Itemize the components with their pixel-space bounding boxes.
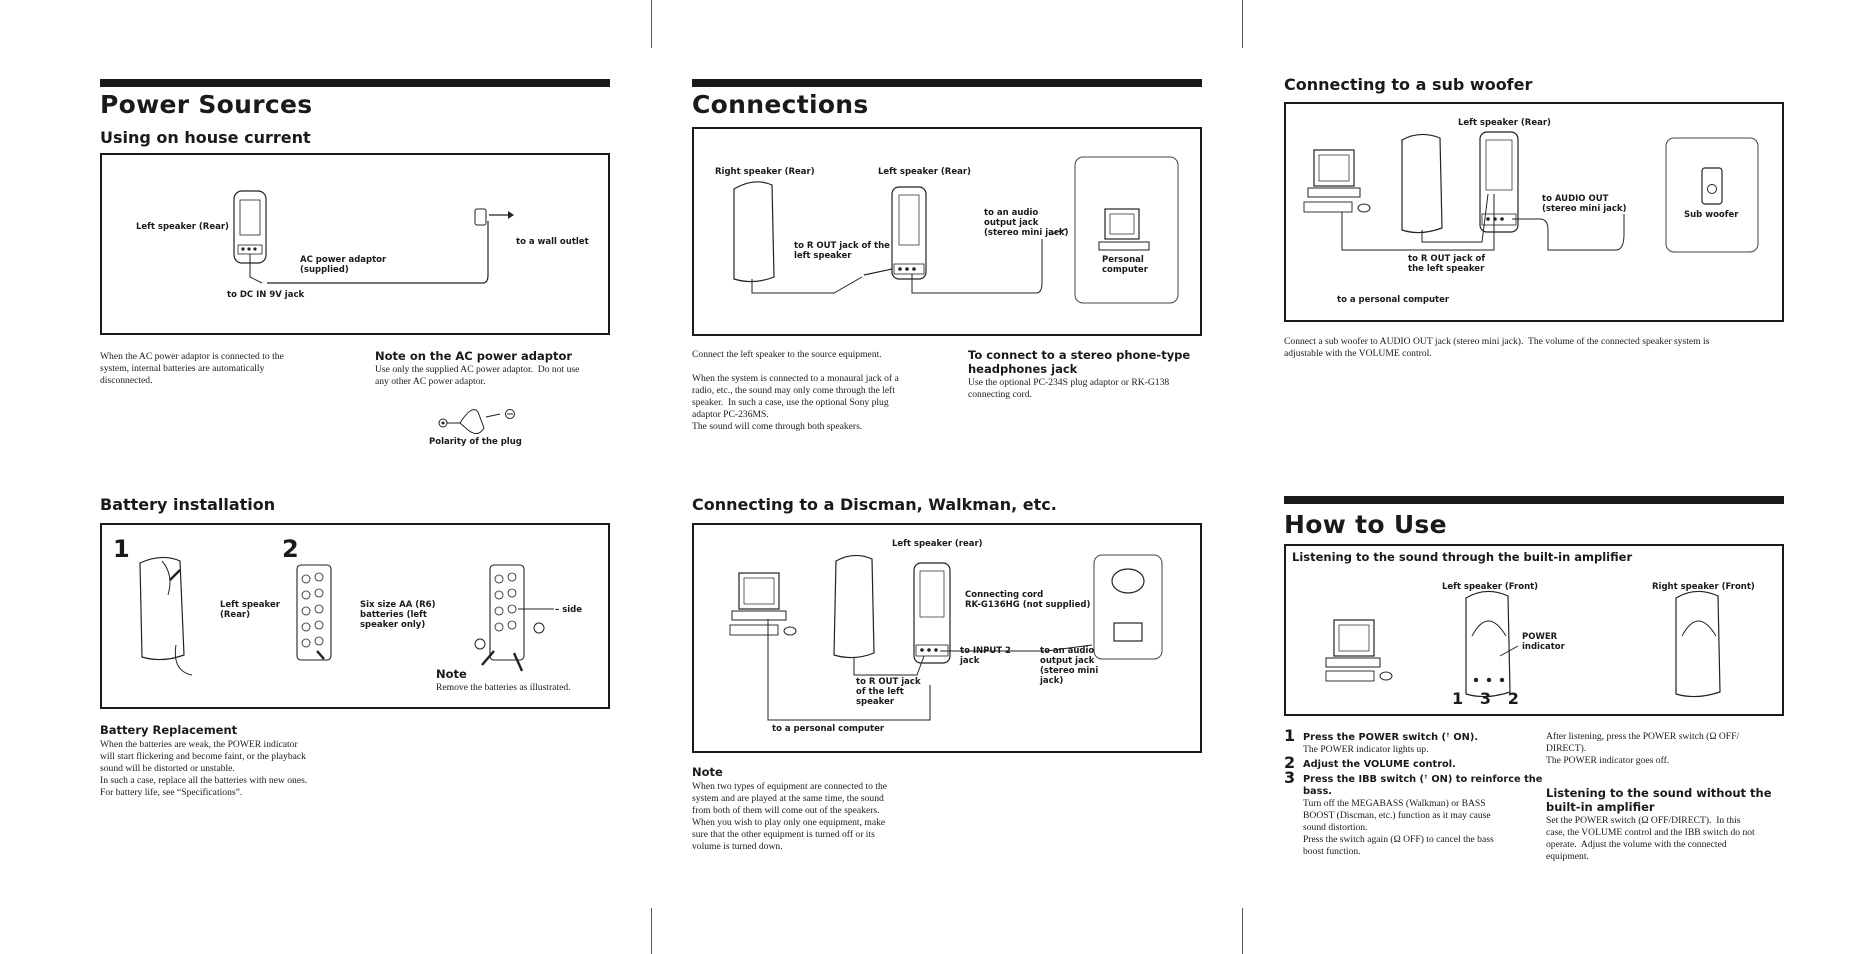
step-2-number: 2: [282, 535, 299, 563]
speaker-adaptor-illustration: [233, 190, 514, 284]
how-to-use-title: How to Use: [1284, 510, 1447, 539]
wall-outlet-label: to a wall outlet: [516, 237, 589, 247]
battery-replacement-body: When the batteries are weak, the POWER i…: [100, 739, 308, 798]
connections-title: Connections: [692, 90, 869, 119]
fold-mark: [1242, 908, 1243, 954]
section-rule: [692, 79, 1202, 87]
connections-illustration: [733, 156, 1179, 304]
amplifier-figure: Listening to the sound through the built…: [1284, 544, 1784, 716]
subwoofer-illustration: [1303, 131, 1759, 253]
polarity-label: Polarity of the plug: [429, 437, 522, 447]
audio-out-label: to an audio output jack (stereo mini jac…: [984, 208, 1069, 238]
battery-replacement-title: Battery Replacement: [100, 723, 238, 737]
step-title: Adjust the VOLUME control.: [1303, 759, 1456, 770]
sub-r-out-label: to R OUT jack of the left speaker: [1408, 254, 1486, 274]
discman-note-title: Note: [692, 765, 723, 779]
sub-audio-out-label: to AUDIO OUT (stereo mini jack): [1542, 194, 1627, 214]
house-current-body: When the AC power adaptor is connected t…: [100, 351, 284, 386]
headphones-title: To connect to a stereo phone-type headph…: [968, 348, 1191, 376]
minus-side-label: – side: [555, 605, 583, 615]
battery-speaker-label: Left speaker (Rear): [220, 600, 280, 620]
cord-label: Connecting cord RK-G136HG (not supplied): [965, 590, 1091, 610]
sub-woofer-label: Sub woofer: [1684, 210, 1739, 220]
sub-left-speaker-label: Left speaker (Rear): [1458, 118, 1551, 128]
step-body: The POWER indicator lights up.: [1303, 744, 1429, 755]
step-title: Press the POWER switch (ꜛ ON).: [1303, 732, 1479, 743]
headphones-body: Use the optional PC-234S plug adaptor or…: [968, 377, 1170, 400]
discman-audio-out-label: to an audio output jack (stereo mini jac…: [1040, 646, 1099, 686]
battery-note-title: Note: [436, 667, 467, 681]
adaptor-label: AC power adaptor (supplied): [300, 255, 387, 275]
discman-illustration: [729, 554, 1163, 721]
right-front-speaker-label: Right speaker (Front): [1652, 582, 1755, 592]
section-rule: [1284, 496, 1784, 504]
adaptor-note-title: Note on the AC power adaptor: [375, 349, 573, 363]
step-1-number: 1: [113, 535, 130, 563]
connections-body: Connect the left speaker to the source e…: [692, 349, 899, 432]
discman-pc-label: to a personal computer: [772, 724, 885, 734]
step-number: 2: [1284, 753, 1296, 772]
discman-left-speaker-label: Left speaker (rear): [892, 539, 983, 549]
battery-title: Battery installation: [100, 495, 276, 514]
fold-mark: [1242, 0, 1243, 48]
power-sources-title: Power Sources: [100, 90, 313, 119]
right-speaker-label: Right speaker (Rear): [715, 167, 815, 177]
subwoofer-body: Connect a sub woofer to AUDIO OUT jack (…: [1284, 336, 1710, 359]
after-listening-body: After listening, press the POWER switch …: [1546, 731, 1740, 766]
discman-title: Connecting to a Discman, Walkman, etc.: [692, 495, 1057, 514]
section-rule: [100, 79, 610, 87]
step-title: Press the IBB switch (ꜛ ON) to reinforce…: [1303, 774, 1543, 797]
without-amplifier-body: Set the POWER switch (Ω OFF/DIRECT). In …: [1546, 815, 1755, 862]
battery-type-label: Six size AA (R6) batteries (left speaker…: [360, 600, 436, 630]
house-current-subtitle: Using on house current: [100, 128, 311, 147]
input2-label: to INPUT 2 jack: [960, 646, 1011, 666]
left-speaker-label: Left speaker (Rear): [136, 222, 229, 232]
discman-r-out-label: to R OUT jack of the left speaker: [856, 677, 921, 707]
dc-jack-label: to DC IN 9V jack: [227, 290, 305, 300]
fold-mark: [651, 908, 652, 954]
adaptor-note-body: Use only the supplied AC power adaptor. …: [375, 364, 580, 387]
amplifier-box-title: Listening to the sound through the built…: [1292, 550, 1633, 564]
discman-figure: Left speaker (rear) Connecting cord RK-G…: [692, 523, 1202, 753]
step-number: 1: [1284, 726, 1296, 745]
power-indicator-label: POWER indicator: [1522, 632, 1565, 652]
without-amplifier-title: Listening to the sound without the built…: [1546, 786, 1772, 814]
left-speaker-label: Left speaker (Rear): [878, 167, 971, 177]
battery-illustration: [139, 556, 554, 676]
connections-figure: Right speaker (Rear) Left speaker (Rear)…: [692, 127, 1202, 336]
subwoofer-title: Connecting to a sub woofer: [1284, 75, 1533, 94]
sub-pc-label: to a personal computer: [1337, 295, 1450, 305]
battery-note-body: Remove the batteries as illustrated.: [436, 682, 571, 693]
discman-note-body: When two types of equipment are connecte…: [692, 781, 888, 852]
control-numbers: 1 3 2: [1452, 689, 1519, 708]
front-speakers-illustration: [1325, 590, 1721, 698]
step-number: 3: [1284, 768, 1296, 787]
pc-label: Personal computer: [1102, 255, 1148, 275]
fold-mark: [651, 0, 652, 48]
subwoofer-figure: Left speaker (Rear) to AUDIO OUT (stereo…: [1284, 102, 1784, 322]
house-current-figure: Left speaker (Rear) to a wall outlet AC …: [100, 153, 610, 335]
left-front-speaker-label: Left speaker (Front): [1442, 582, 1539, 592]
battery-figure: 1 2 Left speaker (Rear) Six size AA (R6)…: [100, 523, 610, 709]
r-out-label: to R OUT jack of the left speaker: [794, 241, 890, 261]
step-body: Turn off the MEGABASS (Walkman) or BASS …: [1303, 798, 1494, 857]
